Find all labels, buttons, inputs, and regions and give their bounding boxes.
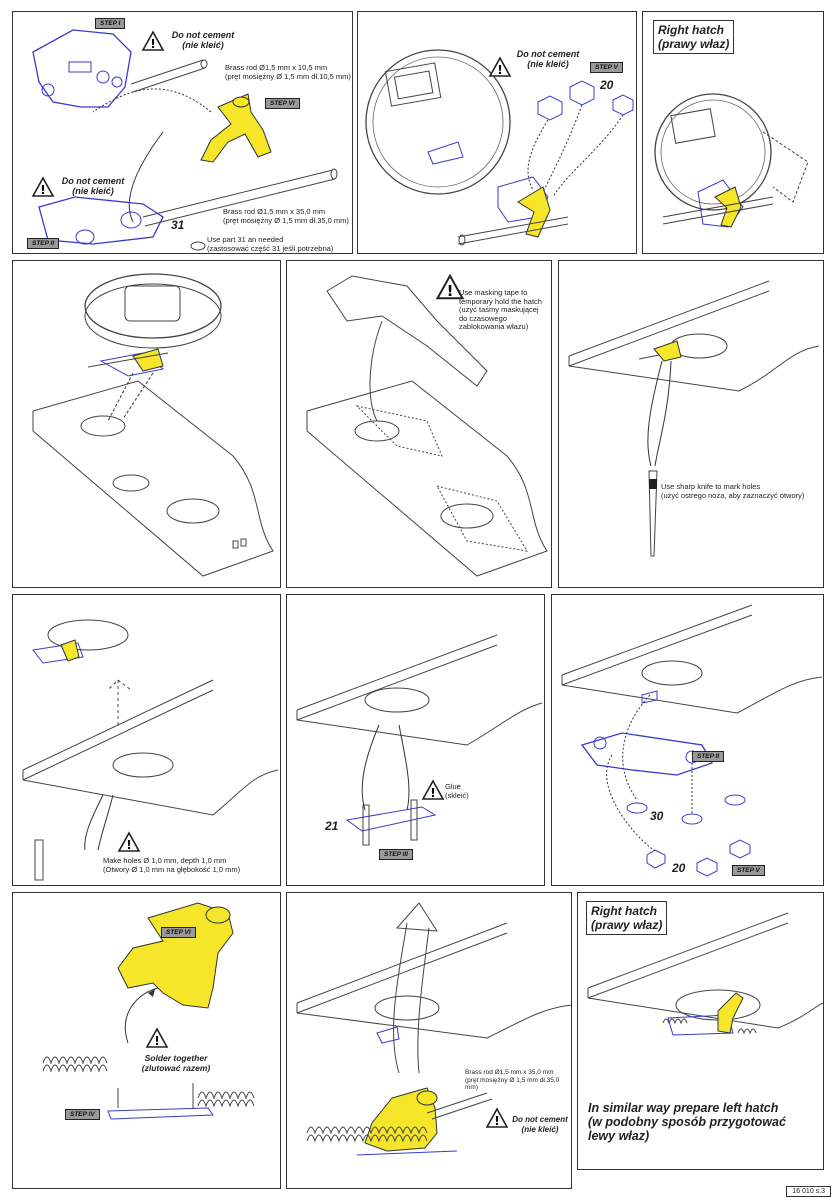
masking-tape-drawing [306,275,548,577]
do-not-cement-warning-top: Do not cement (nie kleić) [171,30,235,50]
exclamation-triangle-icon: ! [435,273,465,300]
panel-glue-pins: ! Glue (skleić) 21 STEP III [286,594,545,886]
brass-rod-short-note: Brass rod Ø1,5 mm x 10,5 mm (pręt mosięż… [225,63,351,81]
exclamation-triangle-icon: ! [145,1027,169,1048]
solder-spring-drawing [42,902,255,1120]
step-v-label: STEP V [590,62,623,73]
panel-solder-spring: STEP VI ! Solder together (zlutować raze… [12,892,281,1189]
panel-step-1-hinge-assembly: STEP I ! Do not cement (nie kleić) Brass… [12,11,353,254]
svg-text:!: ! [447,282,454,300]
exclamation-triangle-icon: ! [141,30,165,51]
panel-hatch-placement [12,260,281,588]
step-ii-label: STEP II [27,238,60,249]
do-not-cement-warning: Do not cement (nie kleić) [512,1115,568,1134]
attach-bracket-drawing [561,604,823,877]
svg-text:!: ! [494,1114,499,1128]
exclamation-triangle-icon: ! [485,1107,509,1128]
part-21-number: 21 [325,819,339,833]
mark-holes-note: Use sharp knife to mark holes (użyć ostr… [661,482,805,500]
brass-rod-note: Brass rod Ø1,5 mm x 35,0 mm (pręt mosięż… [465,1069,560,1091]
exclamation-triangle-icon: ! [488,56,512,77]
hatch-placement-drawing [32,273,274,577]
panel-install-hinge: Brass rod Ø1,5 mm x 35,0 mm (pręt mosięż… [286,892,572,1189]
make-holes-drawing [22,619,279,881]
brass-rod-long-note: Brass rod Ø1,5 mm x 35,0 mm (pręt mosięż… [223,207,349,225]
right-hatch-final-drawing [587,912,823,1036]
panel-hatch-hinge-mount: ! Do not cement (nie kleić) STEP V 20 [357,11,637,254]
do-not-cement-warning-bottom: Do not cement (nie kleić) [61,176,125,196]
panel-left-hatch-instruction: Right hatch (prawy właz) In similar way … [577,892,824,1170]
glue-pins-drawing [296,634,543,846]
panel-attach-bracket: STEP II 30 20 STEP V [551,594,824,886]
svg-text:!: ! [126,838,131,852]
part-31-number: 31 [171,218,185,232]
hinge-assembly-drawing [32,29,338,251]
step-iv-label: STEP IV [65,1109,100,1120]
svg-text:!: ! [40,183,45,197]
do-not-cement-warning: Do not cement (nie kleić) [516,49,580,69]
masking-tape-note: Use masking tape to temporary hold the h… [459,288,542,331]
right-hatch-drawing [654,93,809,228]
right-hatch-title: Right hatch (prawy właz) [586,901,668,935]
step-vi-label: STEP VI [265,98,300,109]
panel-make-holes: ! Make holes Ø 1,0 mm, depth 1,0 mm (Otw… [12,594,281,886]
exclamation-triangle-icon: ! [117,831,141,852]
left-hatch-instruction: In similar way prepare left hatch (w pod… [588,1101,786,1143]
make-holes-note: Make holes Ø 1,0 mm, depth 1,0 mm (Otwor… [103,856,241,874]
use-part-31-note: Use part 31 an needed (zastosować część … [207,235,334,253]
part-20-number: 20 [600,78,614,92]
step-i-label: STEP I [95,18,126,29]
part-30-number: 30 [650,809,664,823]
glue-note: Glue (skleić) [445,782,469,800]
exclamation-triangle-icon: ! [421,779,445,800]
right-hatch-title: Right hatch (prawy właz) [653,20,735,54]
svg-text:!: ! [497,63,502,77]
install-hinge-drawing [296,902,571,1156]
step-v-label: STEP V [732,865,765,876]
page-reference: 16 010 s.3 [786,1186,831,1197]
panel-masking-tape: ! Use masking tape to temporary hold the… [286,260,552,588]
hatch-with-hinge-drawing [365,49,634,246]
step-ii-label: STEP II [692,751,725,762]
step-iii-label: STEP III [379,849,413,860]
part-20-number: 20 [672,861,686,875]
mark-holes-drawing [568,280,823,557]
exclamation-triangle-icon: ! [31,176,55,197]
panel-mark-holes: Use sharp knife to mark holes (użyć ostr… [558,260,824,588]
solder-together-note: Solder together (zlutować razem) [141,1053,211,1073]
svg-text:!: ! [154,1034,159,1048]
panel-right-hatch-assembled: Right hatch (prawy właz) [642,11,824,254]
svg-text:!: ! [150,37,155,51]
svg-text:!: ! [430,786,435,800]
step-vi-label: STEP VI [161,927,196,938]
